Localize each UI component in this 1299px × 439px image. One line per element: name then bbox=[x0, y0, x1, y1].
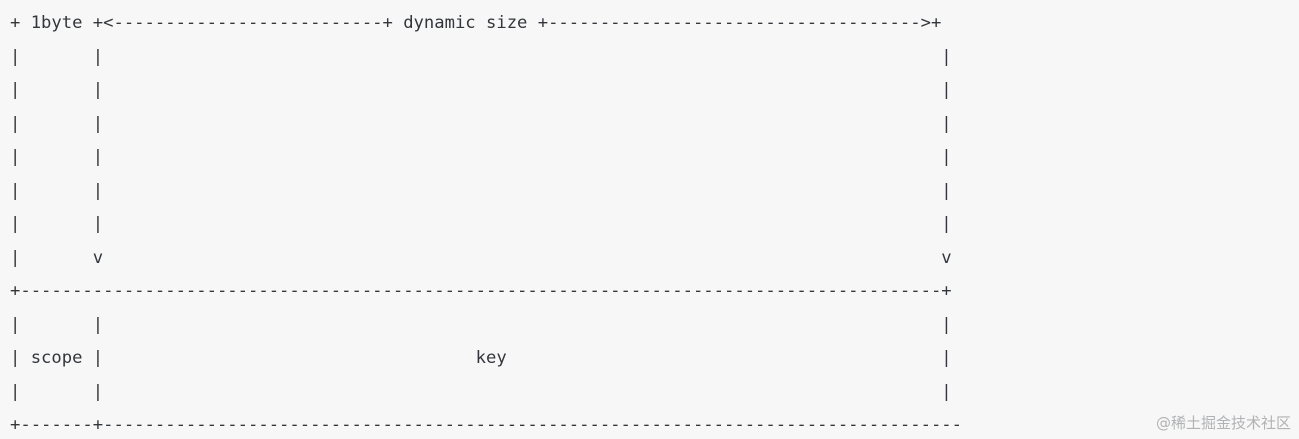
ascii-diagram: + 1byte +<--------------------------+ dy… bbox=[10, 13, 962, 435]
watermark-text: @稀土掘金技术社区 bbox=[1155, 414, 1291, 432]
